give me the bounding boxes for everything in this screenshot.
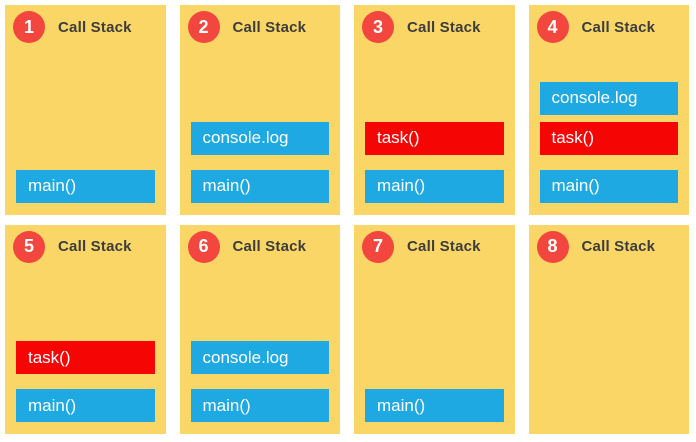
panel-header: 7 Call Stack xyxy=(362,230,511,263)
stack-area: console.log main() xyxy=(190,341,329,422)
panel-title: Call Stack xyxy=(407,18,481,36)
step-number-badge: 3 xyxy=(362,11,394,43)
stack-frame-console-log: console.log xyxy=(190,341,329,374)
panel-step-4: 4 Call Stack console.log task() main() xyxy=(528,5,689,215)
stack-frame-main: main() xyxy=(539,169,678,203)
step-number-badge: 4 xyxy=(536,11,569,43)
step-number-badge: 2 xyxy=(187,11,220,43)
stack-frame-task: task() xyxy=(539,121,678,155)
step-number-badge: 7 xyxy=(362,230,394,263)
stack-frame-main: main() xyxy=(365,389,504,422)
panel-title: Call Stack xyxy=(581,18,656,36)
stack-frame-console-log: console.log xyxy=(539,81,678,115)
panel-title: Call Stack xyxy=(58,238,132,255)
panel-step-3: 3 Call Stack task() main() xyxy=(354,5,515,215)
stack-frame-task: task() xyxy=(16,341,155,374)
panel-title: Call Stack xyxy=(232,238,307,255)
panel-header: 2 Call Stack xyxy=(187,11,337,43)
stack-frame-main: main() xyxy=(190,169,329,203)
panel-header: 8 Call Stack xyxy=(536,230,686,263)
stack-area: task() main() xyxy=(365,121,504,203)
panel-step-7: 7 Call Stack main() xyxy=(354,224,515,434)
stack-frame-console-log: console.log xyxy=(190,121,329,155)
stack-area: console.log task() main() xyxy=(539,81,678,203)
stack-area: task() main() xyxy=(16,341,155,422)
panel-title: Call Stack xyxy=(58,18,132,36)
panel-grid: 1 Call Stack main() 2 Call Stack console… xyxy=(5,5,689,434)
stack-area: main() xyxy=(365,389,504,422)
stack-frame-main: main() xyxy=(16,389,155,422)
stack-area: console.log main() xyxy=(190,121,329,203)
stack-frame-main: main() xyxy=(365,169,504,203)
panel-header: 1 Call Stack xyxy=(13,11,162,43)
stack-frame-main: main() xyxy=(16,169,155,203)
panel-header: 4 Call Stack xyxy=(536,11,686,43)
stack-area: main() xyxy=(16,169,155,203)
panel-step-1: 1 Call Stack main() xyxy=(5,5,166,215)
panel-title: Call Stack xyxy=(581,238,656,255)
panel-step-8: 8 Call Stack xyxy=(528,224,689,434)
panel-step-5: 5 Call Stack task() main() xyxy=(5,224,166,434)
panel-title: Call Stack xyxy=(407,238,481,255)
panel-step-6: 6 Call Stack console.log main() xyxy=(179,224,340,434)
stack-frame-task: task() xyxy=(365,121,504,155)
step-number-badge: 8 xyxy=(536,230,569,263)
panel-header: 6 Call Stack xyxy=(187,230,337,263)
stack-frame-main: main() xyxy=(190,389,329,422)
panel-step-2: 2 Call Stack console.log main() xyxy=(179,5,340,215)
step-number-badge: 1 xyxy=(13,11,45,43)
panel-header: 5 Call Stack xyxy=(13,230,162,263)
step-number-badge: 5 xyxy=(13,230,45,263)
panel-title: Call Stack xyxy=(232,18,307,36)
step-number-badge: 6 xyxy=(187,230,220,263)
panel-header: 3 Call Stack xyxy=(362,11,511,43)
